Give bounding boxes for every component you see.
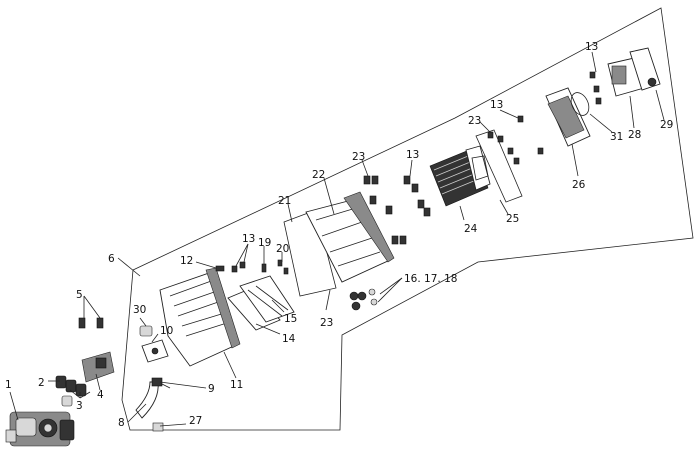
part-29-cap — [629, 47, 661, 91]
callout-9: 9 — [208, 383, 215, 395]
callout-25: 25 — [506, 213, 519, 225]
callout-4: 4 — [97, 389, 104, 401]
callout-2: 2 — [38, 377, 45, 389]
part-15-cover — [239, 275, 295, 323]
callout-16-17-18: 16. 17. 18 — [404, 273, 457, 285]
callout-labels: 1 2 3 4 5 6 8 9 10 11 12 13 13 13 13 14 … — [5, 41, 673, 429]
part-21-seal — [283, 209, 337, 297]
part-31-o-ring — [570, 92, 590, 116]
part-13-screws-c — [589, 71, 602, 105]
callout-29: 29 — [660, 119, 673, 131]
part-16-17-18-hardware — [349, 288, 378, 311]
callout-21: 21 — [278, 195, 291, 207]
callout-12: 12 — [180, 255, 193, 267]
part-24-air-filter — [429, 145, 491, 207]
callout-10: 10 — [160, 325, 173, 337]
part-4-connector — [81, 351, 115, 383]
part-30-grommet — [139, 325, 153, 337]
part-10-gasket — [141, 339, 169, 363]
part-22-filter-case — [305, 191, 395, 283]
callout-23b: 23 — [320, 317, 333, 329]
callout-27: 27 — [189, 415, 202, 427]
callout-11: 11 — [230, 379, 243, 391]
part-12-screw — [215, 265, 225, 272]
callout-5: 5 — [76, 289, 83, 301]
callout-13d: 13 — [585, 41, 598, 53]
callout-20: 20 — [276, 243, 289, 255]
part-27-plug — [152, 422, 164, 432]
callout-30: 30 — [133, 304, 146, 316]
callout-23c: 23 — [468, 115, 481, 127]
callout-13a: 13 — [242, 233, 255, 245]
part-26-cover — [545, 87, 591, 147]
callout-3: 3 — [76, 400, 83, 412]
callout-13c: 13 — [490, 99, 503, 111]
callout-28: 28 — [628, 129, 641, 141]
callout-31: 31 — [610, 131, 623, 143]
callout-15: 15 — [284, 313, 297, 325]
callout-1: 1 — [5, 379, 12, 391]
part-23-screws-c — [487, 115, 544, 165]
part-1-throttle-body — [5, 411, 75, 447]
callout-13b: 13 — [406, 149, 419, 161]
part-13-screws-a — [231, 261, 246, 273]
callout-22: 22 — [312, 169, 325, 181]
callout-6: 6 — [108, 253, 115, 265]
part-5-screws — [78, 317, 104, 329]
callout-26: 26 — [572, 179, 586, 191]
assembly-boundary — [121, 7, 694, 431]
callout-8: 8 — [118, 417, 125, 429]
part-13-screws-b — [403, 175, 431, 217]
leader-lines — [9, 51, 665, 427]
callout-23a: 23 — [352, 151, 365, 163]
part-19-20-screws — [261, 259, 289, 275]
part-8-hose — [135, 381, 159, 419]
part-2-clamps — [55, 375, 87, 407]
callout-24: 24 — [464, 223, 478, 235]
part-23-screws-b — [363, 175, 407, 245]
callout-14: 14 — [282, 333, 296, 345]
part-11-airbox-housing — [159, 267, 241, 367]
callout-19: 19 — [258, 237, 271, 249]
